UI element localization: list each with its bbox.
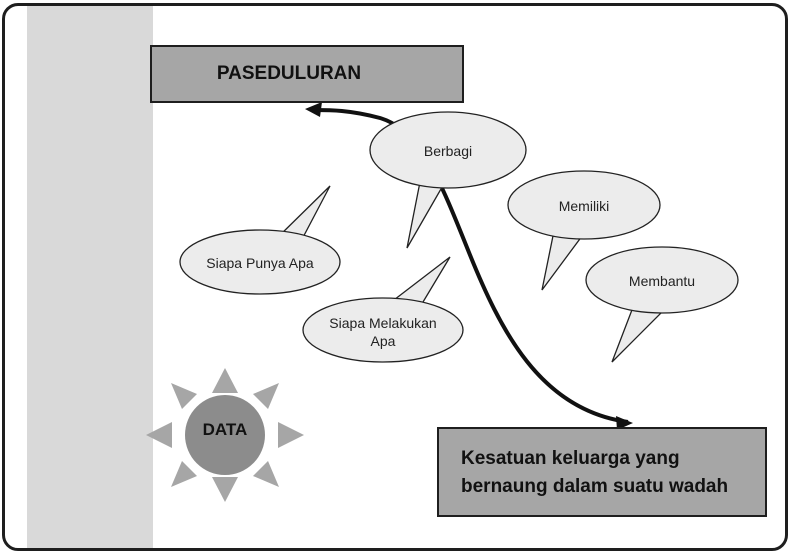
bubble-label-siapa-melakukan-apa-line-2: Apa xyxy=(370,333,396,349)
sun-ray-ne xyxy=(253,383,279,409)
left-band xyxy=(27,6,153,548)
sun-ray-e xyxy=(278,422,304,448)
bubble-label-siapa-melakukan-apa: Siapa Melakukan Apa xyxy=(308,314,458,350)
bubble-label-siapa-melakukan-apa-line-1: Siapa Melakukan xyxy=(329,315,437,331)
bubble-label-berbagi: Berbagi xyxy=(423,143,473,159)
sun-ray-se xyxy=(253,461,279,487)
bubble-siapa-punya-apa xyxy=(179,185,341,295)
sun-ray-sw xyxy=(171,461,197,487)
bubble-label-membantu: Membantu xyxy=(628,273,696,289)
title-box-text: PASEDULURAN xyxy=(216,63,362,84)
curved-arrow-main xyxy=(314,108,629,424)
sun-ray-w xyxy=(146,422,172,448)
sun-ray-nw xyxy=(171,383,197,409)
arrowhead-top xyxy=(305,102,322,117)
bubble-berbagi xyxy=(369,111,527,249)
bubble-label-memiliki: Memiliki xyxy=(558,198,610,214)
result-box: Kesatuan keluarga yang bernaung dalam su… xyxy=(437,427,767,517)
bubble-membantu xyxy=(585,246,739,363)
data-badge-label: DATA xyxy=(202,420,248,439)
result-box-line-2: bernaung dalam suatu wadah xyxy=(461,476,729,497)
bubble-label-siapa-punya-apa: Siapa Punya Apa xyxy=(206,255,314,271)
sun-ray-s xyxy=(212,477,238,502)
bubble-memiliki xyxy=(507,170,661,291)
bubble-siapa-melakukan-apa xyxy=(302,256,464,363)
title-box-paseduluran: PASEDULURAN xyxy=(150,45,464,103)
sun-icon xyxy=(146,368,304,502)
arrowhead-bottom xyxy=(616,416,633,430)
result-box-line-1: Kesatuan keluarga yang xyxy=(461,448,680,469)
sun-ray-n xyxy=(212,368,238,393)
sun-core xyxy=(185,395,265,475)
